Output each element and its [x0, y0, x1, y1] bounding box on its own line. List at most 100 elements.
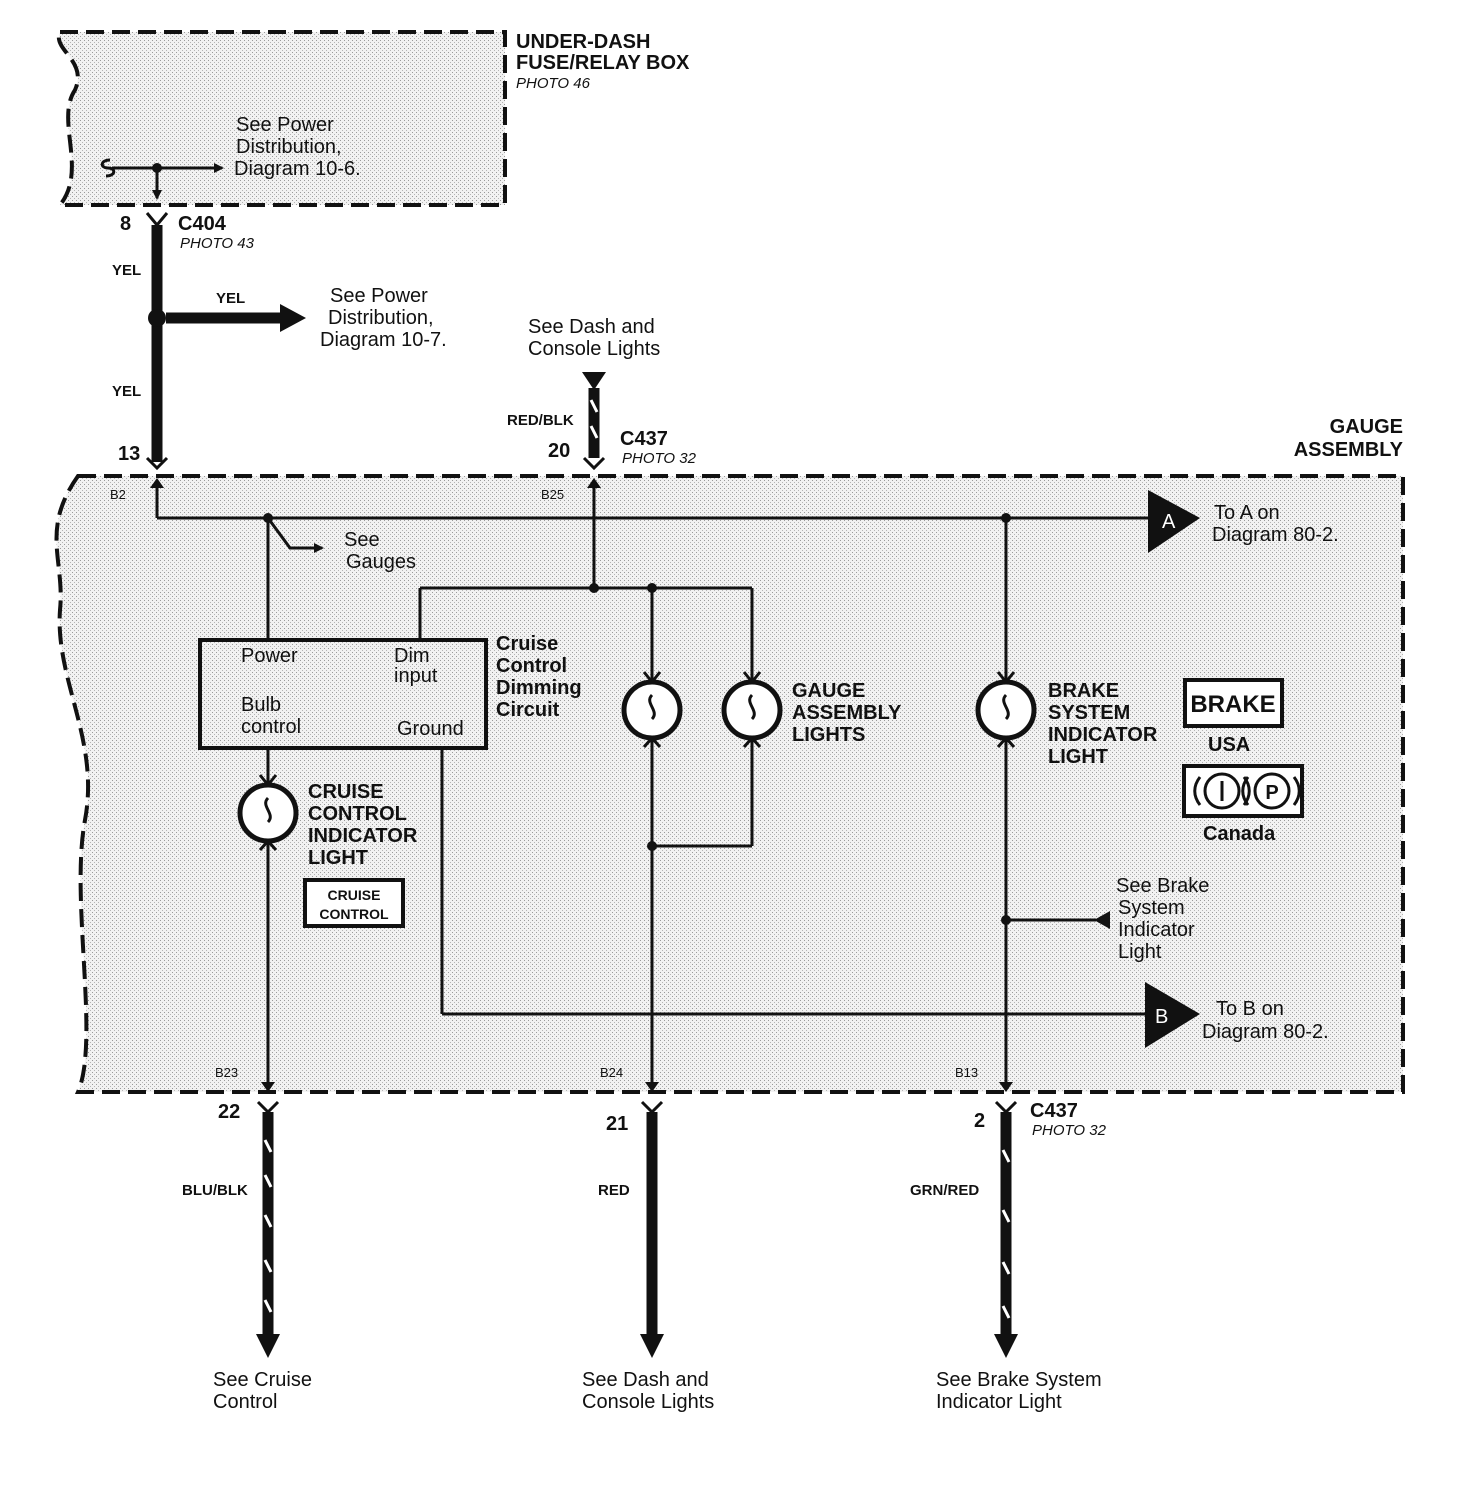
brake-indicator-bulb	[975, 518, 1110, 1092]
c437-top-pin-13: 13	[118, 443, 140, 465]
terminal-b25: B25	[541, 487, 564, 502]
gauge-assembly-title-line2: ASSEMBLY	[1294, 439, 1404, 461]
dash-ref-top-line1: See Dash and	[528, 316, 655, 338]
to-b-connector	[1145, 982, 1200, 1048]
gauge-lights-label-line3: LIGHTS	[792, 724, 865, 746]
c437-top-connector-20	[582, 456, 606, 471]
brake-usa-label: USA	[1208, 734, 1250, 756]
gauge-light-bulb-2	[721, 671, 783, 748]
dimming-bulb-label-line1: Bulb	[241, 694, 281, 716]
fuse-box-ref-line3: Diagram 10-6.	[234, 158, 361, 180]
cruise-light-label-line2: CONTROL	[308, 803, 407, 825]
gauge-assembly-box	[54, 474, 1405, 1094]
cruise-light-label-line1: CRUISE	[308, 781, 384, 803]
fuse-box-title-line1: UNDER-DASH	[516, 31, 650, 53]
dimming-bulb-label-line2: control	[241, 716, 301, 738]
dash-input-arrow	[582, 372, 606, 390]
brake-ref-bottom-line2: Indicator Light	[936, 1391, 1062, 1413]
dash-ref-top-line2: Console Lights	[528, 338, 660, 360]
terminal-b13: B13	[955, 1065, 978, 1080]
power-bus	[150, 478, 1150, 640]
dash-ref-bottom-line1: See Dash and	[582, 1369, 709, 1391]
dimming-circuit-label-line1: Cruise	[496, 633, 558, 655]
c437-top-pin-20: 20	[548, 440, 570, 462]
fuse-box-ref-line1: See Power	[236, 114, 334, 136]
under-dash-fuse-relay-box	[55, 30, 507, 207]
brake-ref-line2: System	[1118, 897, 1185, 919]
red-blk-label: RED/BLK	[507, 412, 574, 429]
gauge-lights-label-line2: ASSEMBLY	[792, 702, 902, 724]
to-a-connector	[1148, 490, 1200, 553]
dimming-power-label: Power	[241, 645, 298, 667]
yel-wire-label-1: YEL	[112, 262, 141, 279]
blu-blk-label: BLU/BLK	[182, 1182, 248, 1199]
c437-top-label: C437	[620, 428, 668, 450]
brake-light-label-line1: BRAKE	[1048, 680, 1119, 702]
c437-bottom-pin-21: 21	[606, 1113, 628, 1135]
to-a-ref-line1: To A on	[1214, 502, 1280, 524]
brake-canada-label: Canada	[1203, 823, 1276, 845]
fuse-symbol	[100, 158, 224, 200]
power-dist-ref-line3: Diagram 10-7.	[320, 329, 447, 351]
dimming-dim-label-line1: Dim	[394, 645, 430, 667]
brake-ref-line3: Indicator	[1118, 919, 1195, 941]
see-gauges-line1: See	[344, 529, 380, 551]
fuse-box-photo: PHOTO 46	[516, 75, 591, 92]
brake-usa-badge-text: BRAKE	[1190, 691, 1275, 718]
brake-light-label-line4: LIGHT	[1048, 746, 1108, 768]
c404-pin-8: 8	[120, 213, 131, 235]
dimming-circuit-label-line4: Circuit	[496, 699, 560, 721]
to-a-ref-line2: Diagram 80-2.	[1212, 524, 1339, 546]
c437-bottom-photo: PHOTO 32	[1032, 1122, 1107, 1139]
brake-canada-badge	[1182, 764, 1304, 818]
gauge-lights-return	[645, 738, 754, 1092]
brake-ref-line4: Light	[1118, 941, 1162, 963]
yel-branch-label: YEL	[216, 290, 245, 307]
yel-splice	[148, 309, 166, 327]
blu-blk-wire	[256, 1112, 280, 1358]
brake-usa-badge	[1183, 678, 1284, 728]
c437-top-photo: PHOTO 32	[622, 450, 697, 467]
dimming-ground-label: Ground	[397, 718, 464, 740]
dim-bus	[418, 478, 754, 680]
fuse-box-title-line2: FUSE/RELAY BOX	[516, 52, 690, 74]
cruise-ref-line1: See Cruise	[213, 1369, 312, 1391]
c437-bottom-pin-2: 2	[974, 1110, 985, 1132]
cruise-control-badge	[303, 878, 405, 928]
fuse-box-ref-line2: Distribution,	[236, 136, 342, 158]
c437-top-connector-13	[145, 456, 169, 471]
brake-ref-line1: See Brake	[1116, 875, 1209, 897]
terminal-b24: B24	[600, 1065, 623, 1080]
c404-photo: PHOTO 43	[180, 235, 255, 252]
dimming-dim-label-line2: input	[394, 665, 438, 687]
brake-canada-badge-p: P	[1265, 782, 1278, 804]
brake-light-label-line3: INDICATOR	[1048, 724, 1158, 746]
grn-red-wire	[994, 1112, 1018, 1358]
cruise-light-label-line3: INDICATOR	[308, 825, 418, 847]
to-b-ref-line2: Diagram 80-2.	[1202, 1021, 1329, 1043]
c404-label: C404	[178, 213, 227, 235]
red-label: RED	[598, 1182, 630, 1199]
red-wire	[640, 1112, 664, 1358]
dimming-circuit-label-line3: Dimming	[496, 677, 582, 699]
dimming-circuit-label-line2: Control	[496, 655, 567, 677]
ground-wire-to-b	[440, 748, 1150, 1016]
cruise-light-label-line4: LIGHT	[308, 847, 368, 869]
to-a-letter: A	[1162, 511, 1176, 533]
cruise-badge-line1: CRUISE	[328, 887, 381, 903]
power-dist-ref-line2: Distribution,	[328, 307, 434, 329]
brake-light-label-line2: SYSTEM	[1048, 702, 1130, 724]
to-b-ref-line1: To B on	[1216, 998, 1284, 1020]
grn-red-label: GRN/RED	[910, 1182, 979, 1199]
cruise-badge-line2: CONTROL	[319, 906, 389, 922]
cruise-ref-line2: Control	[213, 1391, 277, 1413]
c404-connector-symbol	[145, 212, 169, 228]
yel-wire-label-2: YEL	[112, 383, 141, 400]
dash-ref-bottom-line2: Console Lights	[582, 1391, 714, 1413]
yel-branch-arrow	[166, 304, 306, 332]
terminal-b23: B23	[215, 1065, 238, 1080]
to-b-letter: B	[1155, 1006, 1168, 1028]
power-dist-ref-line1: See Power	[330, 285, 428, 307]
bottom-connector-symbols	[256, 1100, 1018, 1115]
